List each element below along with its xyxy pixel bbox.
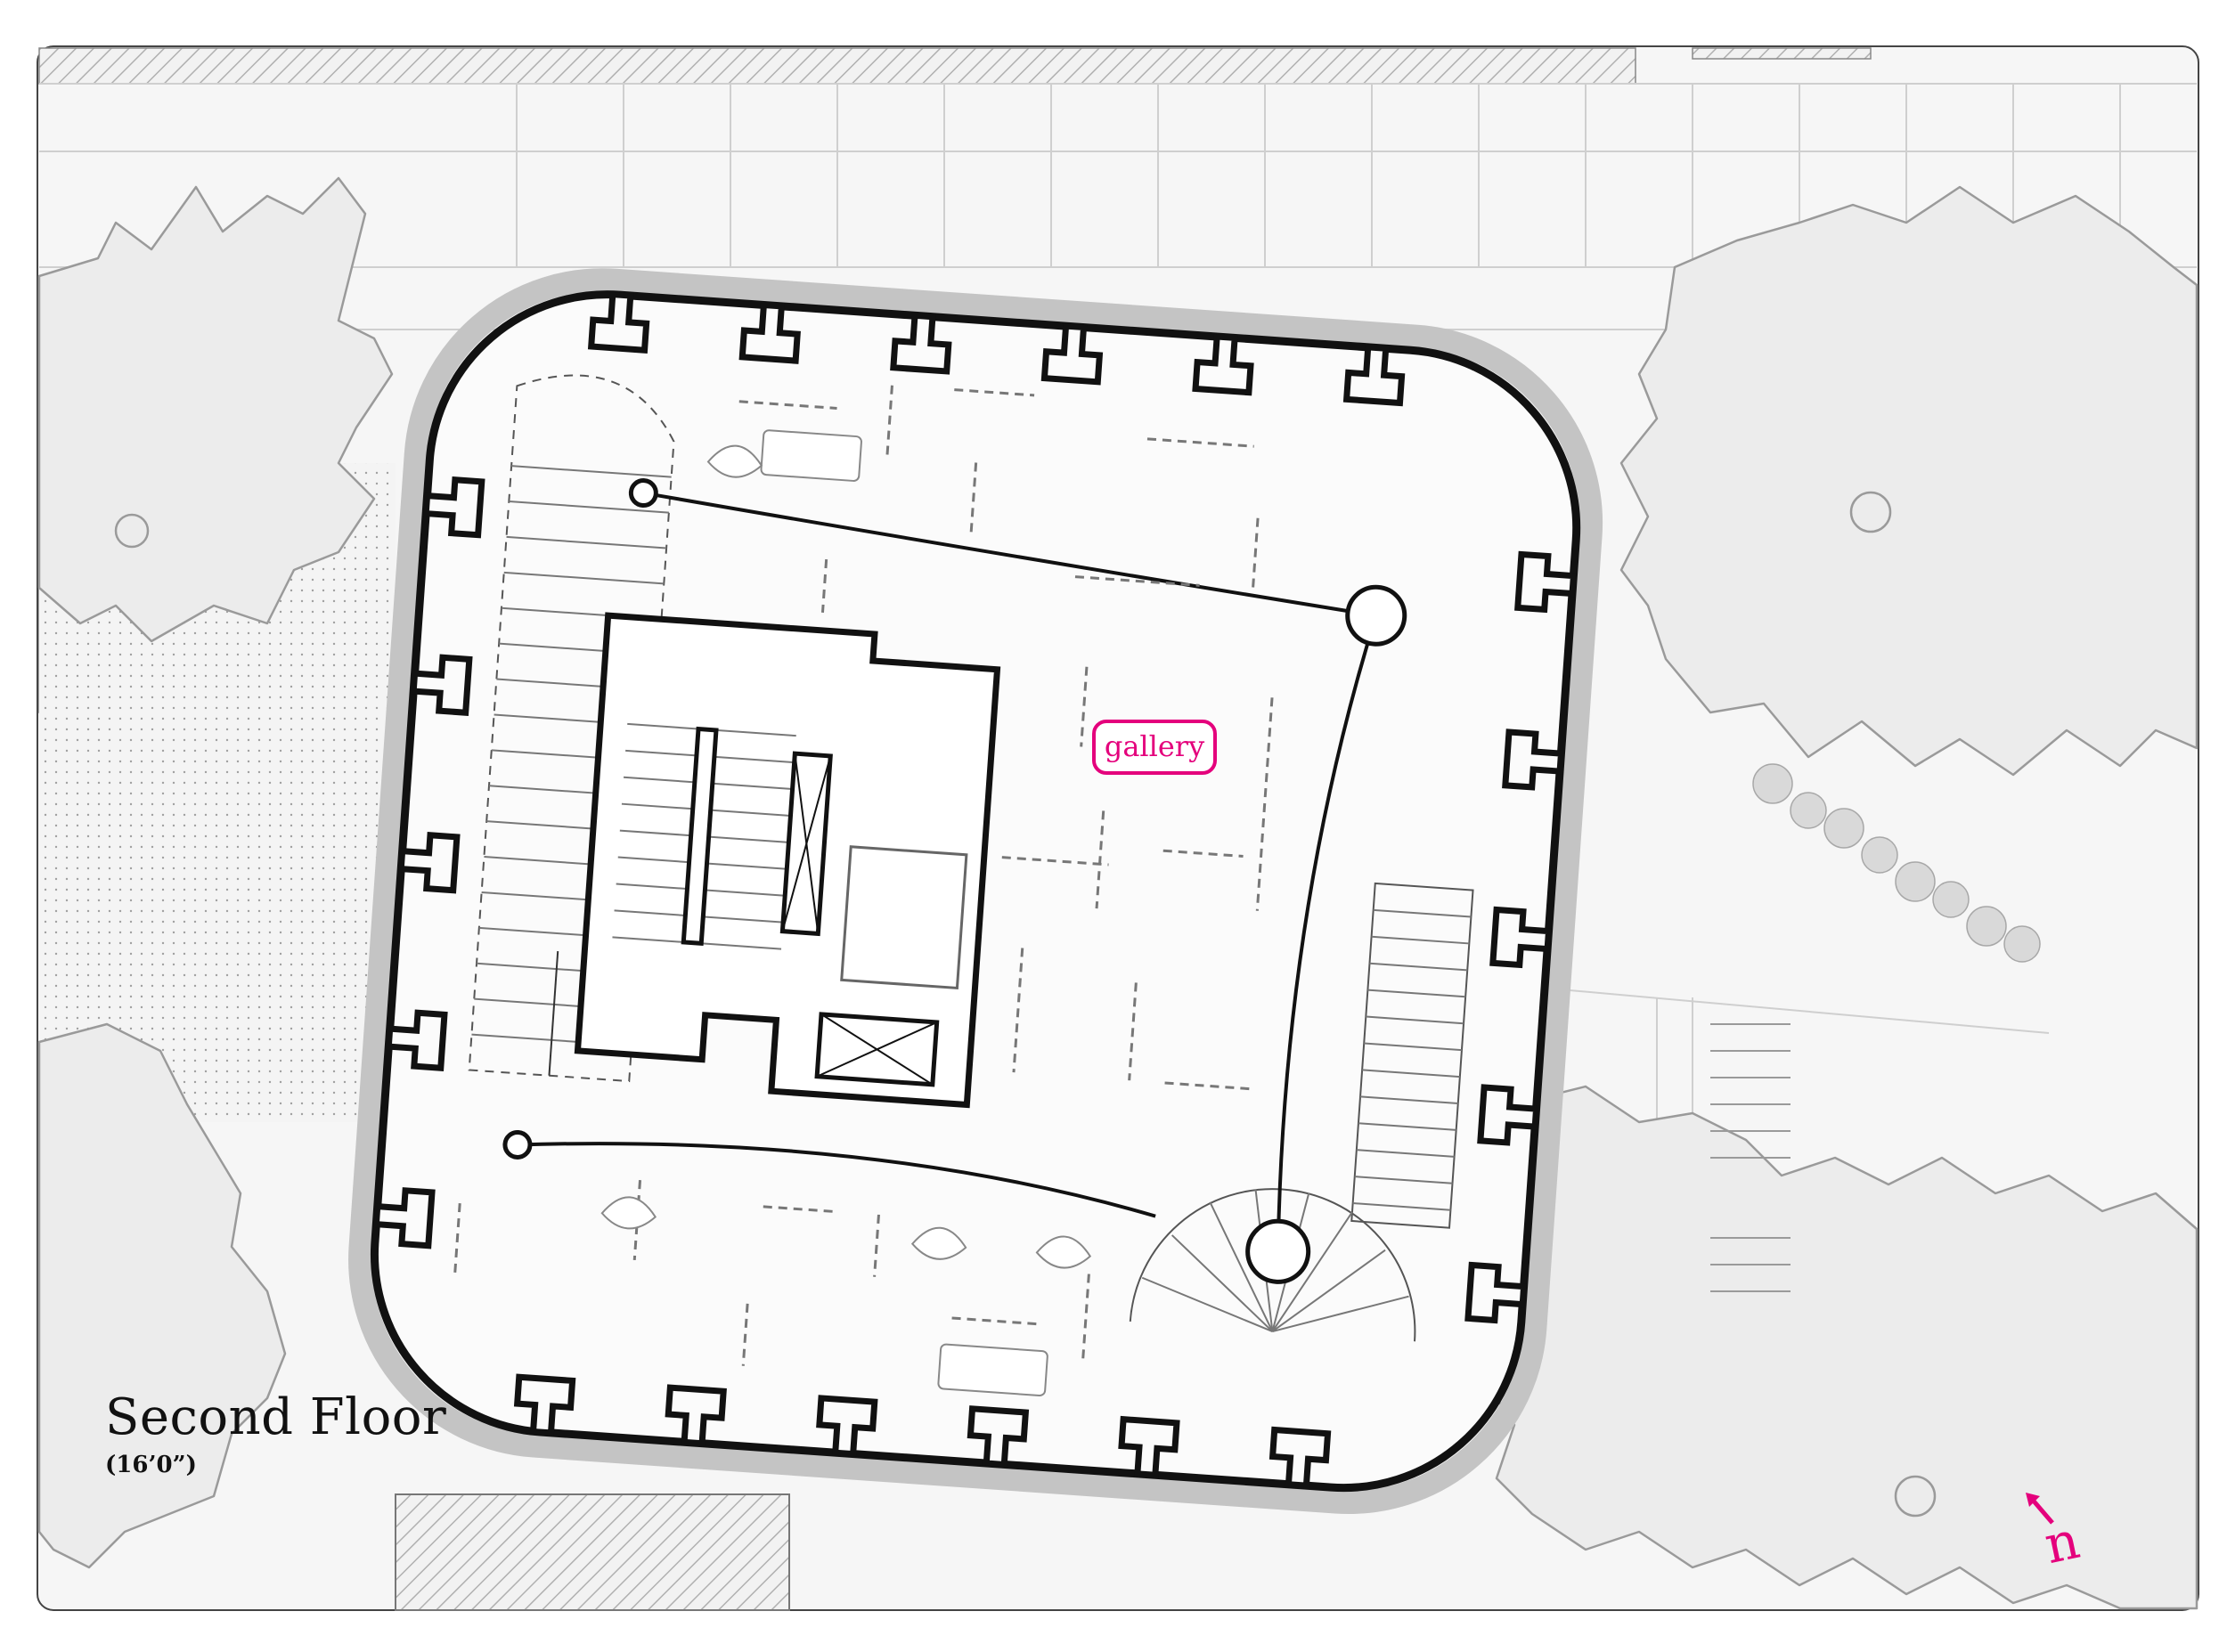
room-label-gallery: gallery <box>1092 720 1217 775</box>
furniture <box>600 429 1092 1397</box>
tree-canopy-icon <box>37 176 2198 1610</box>
wall-fins <box>372 290 1578 1489</box>
elevator-icon <box>681 726 968 1087</box>
floor-elevation-label: (16’0”) <box>105 1452 197 1478</box>
parking-stripes <box>1710 1023 1791 1292</box>
hatched-building-north <box>38 47 1636 85</box>
north-arrow: n <box>2020 1489 2101 1587</box>
gallery-walls <box>517 491 1378 1252</box>
hatched-building-south <box>395 1493 790 1611</box>
north-arrow-icon <box>2026 1493 2054 1525</box>
stair-icon <box>1129 882 1474 1342</box>
building-plan <box>348 268 1603 1515</box>
planter-ring <box>348 268 1603 1515</box>
column-icon <box>502 478 1407 1284</box>
page-title: Second Floor <box>105 1388 447 1446</box>
title-block: Second Floor (16’0”) <box>105 1388 447 1479</box>
exhibit-partitions <box>453 385 1274 1366</box>
hatched-building-northeast <box>1692 47 1872 60</box>
